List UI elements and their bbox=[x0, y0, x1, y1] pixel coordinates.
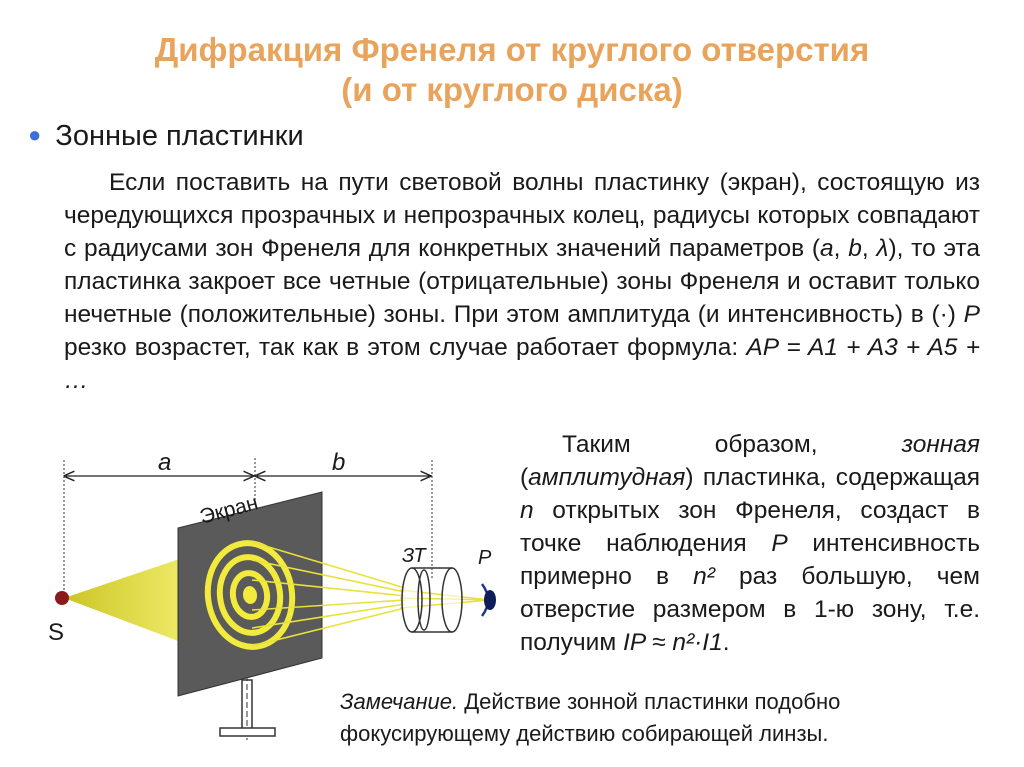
term-amplitude: амплитудная bbox=[528, 464, 686, 491]
eye-icon bbox=[480, 583, 496, 617]
param-lambda: λ bbox=[876, 235, 889, 262]
formula-intensity: IP ≈ n²·I1 bbox=[623, 629, 723, 656]
label-p: P bbox=[478, 547, 492, 569]
para2-text-6: раз большую, чем отверстие размером в 1-… bbox=[520, 563, 980, 656]
light-cone bbox=[64, 552, 202, 650]
para2-text-5: интенсивность примерно в bbox=[520, 530, 980, 590]
label-s: S bbox=[48, 619, 64, 646]
bullet-dot-icon: ● bbox=[28, 122, 42, 147]
source-point-icon bbox=[55, 591, 69, 605]
para2-text-3: ) пластинка, содержащая bbox=[685, 464, 980, 491]
para1-text-1: Если поставить на пути световой волны пл… bbox=[64, 169, 980, 262]
var-n-squared: n² bbox=[693, 563, 715, 590]
para2-text-7: . bbox=[722, 629, 730, 656]
var-n: n bbox=[520, 497, 534, 524]
title-line-1: Дифракция Френеля от круглого отверстия bbox=[154, 31, 870, 68]
title-line-2: (и от круглого диска) bbox=[341, 71, 683, 108]
para2-text-1: Таким образом, bbox=[562, 431, 902, 458]
label-lens: ЗТ bbox=[402, 545, 427, 567]
param-b: b bbox=[848, 235, 862, 262]
zone-rings bbox=[204, 540, 296, 650]
paragraph-main: Если поставить на пути световой волны пл… bbox=[64, 166, 980, 397]
para1-text-3: резко возрастет, так как в этом случае р… bbox=[64, 334, 747, 361]
slide-title: Дифракция Френеля от круглого отверстия … bbox=[0, 30, 1024, 110]
formula-amplitude: AP = A1 + A3 + A5 + … bbox=[64, 334, 980, 394]
note: Замечание. Действие зонной пластинки под… bbox=[340, 686, 990, 750]
para2-text-4: открытых зон Френеля, создаст в точке на… bbox=[520, 497, 980, 557]
para1-sep-1: , bbox=[833, 235, 849, 262]
point-p-2: P bbox=[771, 530, 788, 557]
paragraph-main-text: Если поставить на пути световой волны пл… bbox=[64, 166, 980, 397]
label-b: b bbox=[332, 449, 345, 476]
bullet-label: Зонные пластинки bbox=[55, 120, 304, 152]
param-a: a bbox=[820, 235, 834, 262]
note-text: Действие зонной пластинки подобно фокуси… bbox=[340, 689, 841, 746]
para1-text-2: ), то эта пластинка закроет все четные (… bbox=[64, 235, 980, 328]
point-p: P bbox=[963, 301, 980, 328]
paragraph-side: Таким образом, зонная (амплитудная) плас… bbox=[520, 428, 980, 659]
zone-plate-diagram: a b Экран ЗТ P S bbox=[48, 449, 496, 740]
label-a: a bbox=[158, 449, 171, 476]
bullet-heading: ● Зонные пластинки bbox=[28, 120, 304, 153]
eyepiece-lens bbox=[401, 567, 463, 633]
stand-base bbox=[219, 727, 276, 737]
term-zonal: зонная bbox=[901, 431, 980, 458]
para1-sep-2: , bbox=[861, 235, 877, 262]
paragraph-side-text: Таким образом, зонная (амплитудная) плас… bbox=[520, 428, 980, 659]
note-label: Замечание. bbox=[340, 689, 459, 714]
para2-text-2: ( bbox=[520, 464, 529, 491]
